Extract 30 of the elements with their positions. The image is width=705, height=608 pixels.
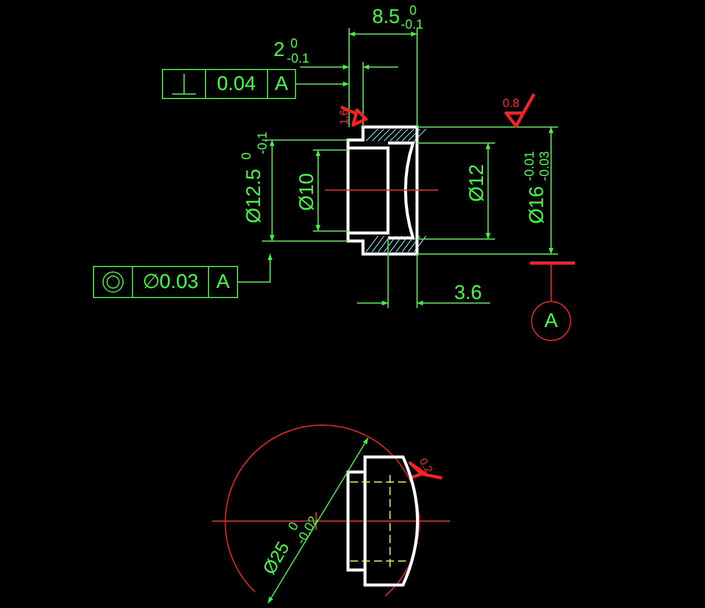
tolerance-frame — [162, 69, 296, 99]
dimension-value: Ø12 — [467, 164, 487, 202]
tolerance-value: -0.01 — [522, 151, 536, 181]
dimension-value: Ø16 — [527, 186, 547, 224]
tolerance-value: -0.1 — [400, 18, 424, 30]
datum-letter: A — [544, 311, 558, 331]
tolerance-value: ∅0.03 — [142, 272, 198, 292]
dimension-value: Ø12.5 — [244, 168, 264, 224]
tolerance-value: -0.03 — [538, 151, 550, 181]
tolerance-value: 0 — [290, 36, 298, 50]
dimension-value: 3.6 — [454, 283, 482, 303]
tolerance-value: 0 — [286, 520, 300, 532]
datum-reference: A — [216, 272, 230, 292]
dimension-value: 8.5 — [372, 7, 400, 27]
tolerance-value: -0.1 — [286, 52, 310, 64]
tolerance-value: 0 — [409, 4, 417, 16]
leader-line — [238, 254, 272, 282]
roughness-value: 1.6 — [340, 109, 350, 125]
dimension-value: Ø10 — [297, 173, 317, 211]
leader-line — [550, 264, 552, 302]
tolerance-value: 0 — [240, 152, 252, 160]
roughness-value: 0.2 — [416, 456, 434, 476]
leader-line — [296, 82, 350, 86]
roughness-value: 0.8 — [502, 97, 520, 109]
datum-reference: A — [274, 74, 288, 94]
tolerance-frame — [93, 266, 238, 298]
datum-symbol — [531, 301, 571, 341]
tolerance-value: 0.04 — [216, 74, 256, 94]
tolerance-value: 2 — [273, 40, 285, 60]
tolerance-value: -0.1 — [256, 132, 268, 154]
